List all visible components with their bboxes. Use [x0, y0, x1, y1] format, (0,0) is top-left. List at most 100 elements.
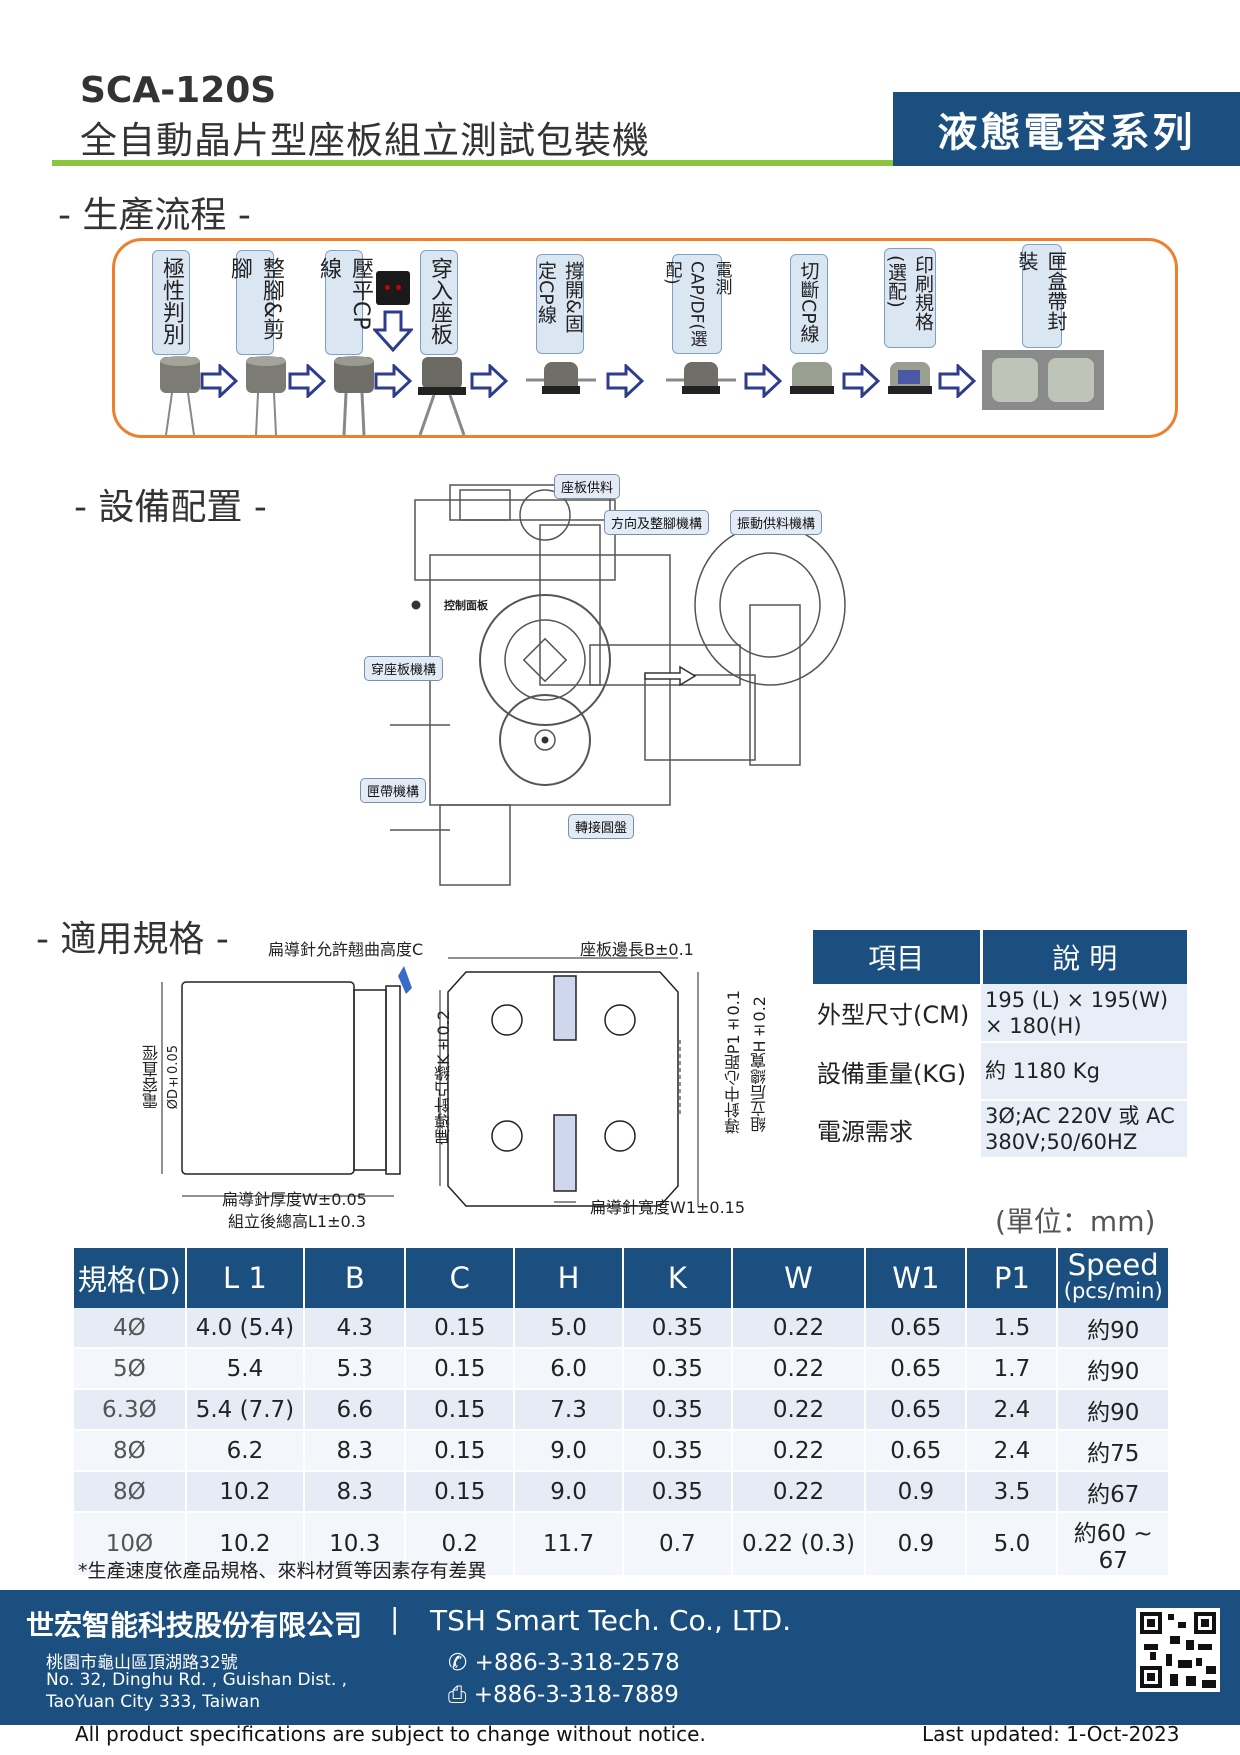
table-cell: 0.22 — [731, 1389, 867, 1431]
callout-base-feed: 座板供料 — [554, 474, 621, 499]
step-polarity: 極性判別 — [152, 250, 190, 355]
table-cell: 0.15 — [405, 1308, 516, 1349]
section-title-equipment: - 設備配置 - — [74, 487, 267, 528]
callout-vibration-feed: 振動供料機構 — [730, 510, 823, 535]
capacitor-icon — [160, 356, 200, 436]
table-cell: 0.35 — [622, 1430, 733, 1472]
dim-label-w1: 扁導針寬度W1±0.15 — [590, 1198, 746, 1217]
dim-label-p1: 導針中心距P1±0.1 — [724, 990, 743, 1135]
callout-insert-base: 穿座板機構 — [364, 656, 444, 681]
capacitor-icon — [334, 356, 374, 436]
col-header: C — [405, 1248, 516, 1308]
table-cell: 10.3 — [304, 1512, 407, 1577]
dim-label-w: 扁導針厚度W±0.05 — [222, 1190, 367, 1209]
phone-row: ✆ +886-3-318-2578 — [448, 1650, 680, 1676]
right-arrow-icon — [744, 364, 782, 398]
table-cell: 0.22 — [731, 1430, 867, 1472]
dim-label-diameter: 電容直徑 — [142, 1045, 161, 1109]
step-trim-legs: 整腳&剪腳 — [227, 250, 284, 355]
company-name-zh: 世宏智能科技股份有限公司 — [26, 1609, 363, 1642]
table-cell: 5.0 — [966, 1512, 1059, 1577]
dim-label-diameter-tol: ØD±0.05 — [166, 1045, 181, 1110]
table-cell: 0.22 (0.3) — [731, 1512, 867, 1577]
right-arrow-icon — [938, 364, 976, 398]
spec-value: 195 (L) × 195(W) × 180(H) — [981, 984, 1187, 1043]
table-cell: 0.22 — [731, 1471, 867, 1513]
dim-label-l1: 組立後總高L1±0.3 — [228, 1212, 366, 1231]
table-cell: 0.15 — [405, 1348, 516, 1390]
row-size-cell: 5Ø — [74, 1348, 187, 1390]
size-data-table: 規格(D) L 1 B C H K W W1 P1 Speed (pcs/min… — [74, 1248, 1170, 1577]
step-test-cap: 電測CAP/DF(選配) — [662, 254, 732, 354]
table-cell: 約90 — [1057, 1389, 1170, 1431]
control-panel-label: 控制面板 — [444, 599, 488, 612]
table-cell: 0.22 — [731, 1348, 867, 1390]
table-cell: 3.5 — [966, 1471, 1059, 1513]
table-cell: 10.2 — [185, 1471, 306, 1513]
speed-unit: (pcs/min) — [1063, 1279, 1163, 1303]
footer-separator: | — [390, 1602, 400, 1635]
process-flow-box — [112, 238, 1178, 438]
table-cell: 0.35 — [622, 1348, 733, 1390]
step-print: 印刷規格(選配) — [884, 248, 936, 348]
step-spread-fix: 撐開&固定CP線 — [535, 254, 584, 354]
table-cell: 10.2 — [185, 1512, 306, 1577]
table-cell: 0.35 — [622, 1471, 733, 1513]
spec-value: 3Ø;AC 220V 或 AC 380V;50/60HZ — [981, 1100, 1187, 1159]
table-cell: 0.15 — [405, 1471, 516, 1513]
table-cell: 8.3 — [304, 1471, 407, 1513]
table-cell: 0.65 — [865, 1389, 968, 1431]
product-title: 全自動晶片型座板組立測試包裝機 — [80, 119, 650, 162]
company-name-en: TSH Smart Tech. Co., LTD. — [430, 1604, 792, 1637]
capacitor-icon — [418, 357, 466, 436]
table-cell: 2.4 — [966, 1430, 1059, 1472]
qr-code-icon[interactable] — [1136, 1608, 1220, 1692]
callout-tape: 匣帶機構 — [360, 778, 427, 803]
speed-label: Speed — [1067, 1248, 1159, 1282]
dim-label-b: 座板邊長B±0.1 — [580, 940, 694, 959]
table-cell: 0.9 — [865, 1512, 968, 1577]
capacitor-icon — [888, 362, 932, 394]
right-arrow-icon — [606, 364, 644, 398]
table-cell: 11.7 — [514, 1512, 624, 1577]
table-cell: 0.9 — [865, 1471, 968, 1513]
row-size-cell: 8Ø — [74, 1430, 187, 1472]
address-en-line1: No. 32, Dinghu Rd. , Guishan Dist. , — [46, 1670, 348, 1690]
capacitor-icon — [246, 356, 286, 436]
table-cell: 5.0 — [514, 1308, 624, 1349]
table-cell: 0.35 — [622, 1389, 733, 1431]
table-cell: 0.22 — [731, 1308, 867, 1349]
table-cell: 0.65 — [865, 1430, 968, 1472]
last-updated: Last updated: 1-Oct-2023 — [922, 1722, 1180, 1746]
col-header: 規格(D) — [74, 1248, 187, 1308]
table-cell: 8.3 — [304, 1430, 407, 1472]
table-cell: 0.15 — [405, 1389, 516, 1431]
table-cell: 0.35 — [622, 1308, 733, 1349]
capacitor-icon — [666, 362, 736, 394]
spec-key: 電源需求 — [813, 1100, 981, 1159]
down-arrow-icon — [373, 310, 413, 352]
company-footer: 世宏智能科技股份有限公司 | TSH Smart Tech. Co., LTD.… — [0, 1590, 1240, 1725]
table-cell: 約90 — [1057, 1308, 1170, 1349]
header-divider — [52, 160, 893, 166]
col-header: W — [731, 1248, 867, 1308]
dim-label-k: 扁導針凸緣K±0.2 — [434, 1010, 453, 1145]
phone-number[interactable]: +886-3-318-2578 — [474, 1650, 680, 1676]
row-size-cell: 8Ø — [74, 1471, 187, 1513]
row-size-cell: 4Ø — [74, 1308, 187, 1349]
table-cell: 1.5 — [966, 1308, 1059, 1349]
section-title-process: - 生產流程 - — [58, 195, 251, 236]
fax-icon: ⎙ — [448, 1682, 467, 1708]
table-cell: 約67 — [1057, 1471, 1170, 1513]
spec-table: 項目 說 明 外型尺寸(CM) 195 (L) × 195(W) × 180(H… — [813, 930, 1187, 1159]
table-cell: 6.2 — [185, 1430, 306, 1472]
table-cell: 9.0 — [514, 1430, 624, 1472]
disclaimer: All product specifications are subject t… — [75, 1722, 706, 1746]
fax-number: +886-3-318-7889 — [473, 1682, 679, 1708]
col-header-speed: Speed (pcs/min) — [1057, 1248, 1170, 1308]
series-badge: 液態電容系列 — [893, 92, 1240, 166]
table-cell: 7.3 — [514, 1389, 624, 1431]
